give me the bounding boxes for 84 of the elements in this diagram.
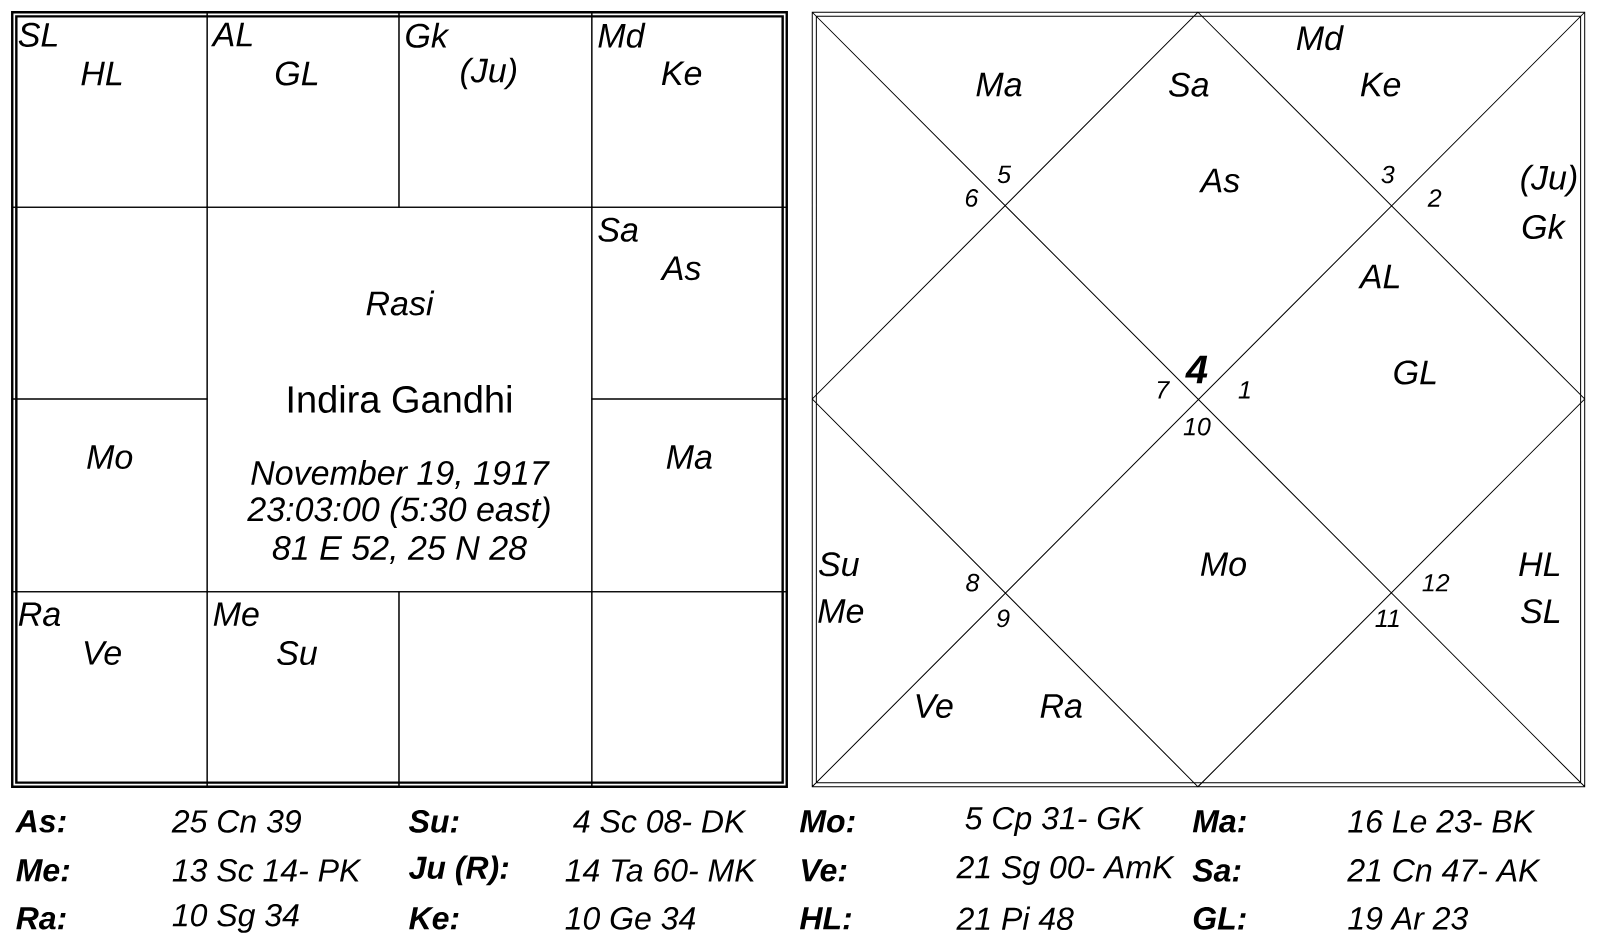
planet-position: 13 Sc 14- PK xyxy=(172,859,362,882)
planet-abbreviation: Su xyxy=(818,552,859,577)
chart-cell xyxy=(398,11,593,208)
planet-position: 4 Sc 08- DK xyxy=(573,810,747,833)
person-name: Indira Gandhi xyxy=(288,385,511,413)
planet-abbreviation: HL xyxy=(1519,552,1560,576)
planet-position: 21 Sg 00- AmK xyxy=(956,855,1175,885)
planet-abbreviation: Sa xyxy=(1168,72,1209,97)
planet-name: GL: xyxy=(1193,907,1246,930)
house-number: 3 xyxy=(1381,165,1395,184)
planet-abbreviation: AL xyxy=(211,22,252,47)
chart-cell xyxy=(206,591,400,788)
planet-position: 16 Le 23- BK xyxy=(1348,810,1536,833)
planet-abbreviation: Me xyxy=(213,602,259,627)
planet-abbreviation: Ra xyxy=(18,602,61,627)
planet-abbreviation: Sa xyxy=(598,217,638,242)
chart-cell xyxy=(591,11,788,208)
house-number: 4 xyxy=(1185,355,1208,384)
planet-abbreviation: (Ju) xyxy=(1521,164,1577,197)
planet-name: Ra: xyxy=(16,907,66,930)
planet-abbreviation: Md xyxy=(598,22,646,48)
planet-abbreviation: Md xyxy=(1296,25,1344,51)
planet-name: Sa: xyxy=(1192,859,1241,882)
chart-cell xyxy=(398,591,593,788)
planet-abbreviation: Me xyxy=(818,599,864,624)
planet-abbreviation: SL xyxy=(18,22,57,47)
planet-abbreviation: (Ju) xyxy=(461,57,516,90)
chart-cell xyxy=(11,398,208,593)
chart-cell xyxy=(591,206,788,400)
chart-cell xyxy=(11,591,208,788)
house-number: 10 xyxy=(1183,417,1211,436)
chart-cell xyxy=(591,398,788,593)
birth-date: November 19, 1917 xyxy=(251,460,550,489)
planet-abbreviation: Ma xyxy=(976,72,1022,97)
chart-cell xyxy=(11,11,208,208)
planet-abbreviation: Ke xyxy=(1360,72,1401,97)
planet-abbreviation: SL xyxy=(1521,599,1560,624)
planet-name: Ma: xyxy=(1192,810,1246,833)
house-number: 6 xyxy=(965,189,979,207)
chart-cell xyxy=(206,11,400,208)
planet-position: 19 Ar 23 xyxy=(1348,907,1468,930)
planet-abbreviation: Ve xyxy=(916,694,953,718)
house-number: 8 xyxy=(966,573,980,592)
planet-name: Mo: xyxy=(799,810,855,833)
planet-position: 21 Cn 47- AK xyxy=(1347,859,1541,882)
house-number: 11 xyxy=(1375,609,1399,627)
house-number: 5 xyxy=(997,165,1012,184)
house-number: 1 xyxy=(1238,381,1250,399)
planet-name: Su: xyxy=(408,810,459,833)
chart-cell xyxy=(591,591,788,788)
planet-position: 5 Cp 31- GK xyxy=(965,806,1144,836)
chart-title: Rasi xyxy=(366,290,435,316)
planet-abbreviation: Su xyxy=(277,641,318,666)
planet-abbreviation: Ma xyxy=(666,445,712,469)
planet-abbreviation: Mo xyxy=(87,445,133,469)
planet-abbreviation: Ra xyxy=(1040,694,1082,718)
planet-abbreviation: Mo xyxy=(1200,552,1246,577)
birth-coordinates: 81 E 52, 25 N 28 xyxy=(272,535,527,565)
planet-name: Ke: xyxy=(409,907,459,930)
planet-position: 14 Ta 60- MK xyxy=(565,859,757,882)
planet-name: HL: xyxy=(799,907,852,930)
planet-name: Ve: xyxy=(802,859,847,882)
planet-position: 10 Sg 34 xyxy=(172,903,299,933)
planet-position: 21 Pi 48 xyxy=(956,906,1074,931)
planet-name: Me: xyxy=(16,859,70,882)
house-number: 12 xyxy=(1422,573,1450,592)
house-number: 7 xyxy=(1157,381,1170,399)
planet-abbreviation: As xyxy=(1198,168,1240,193)
chart-cell xyxy=(11,206,208,400)
planet-name: Ju (R): xyxy=(408,855,509,886)
planet-abbreviation: GL xyxy=(275,61,318,86)
planet-abbreviation: HL xyxy=(81,61,122,86)
planet-abbreviation: AL xyxy=(1358,264,1400,289)
planet-abbreviation: As xyxy=(660,256,701,281)
house-number: 2 xyxy=(1427,189,1442,207)
planet-position: 10 Ge 34 xyxy=(565,907,696,930)
planet-abbreviation: Ve xyxy=(84,641,121,665)
planet-abbreviation: Ke xyxy=(661,61,702,86)
planet-abbreviation: GL xyxy=(1394,360,1436,385)
birth-time: 23:03:00 (5:30 east) xyxy=(247,496,550,529)
planet-abbreviation: Gk xyxy=(406,22,450,48)
planet-position: 25 Cn 39 xyxy=(171,810,301,833)
planet-abbreviation: Gk xyxy=(1522,214,1567,239)
house-number: 9 xyxy=(996,609,1010,628)
